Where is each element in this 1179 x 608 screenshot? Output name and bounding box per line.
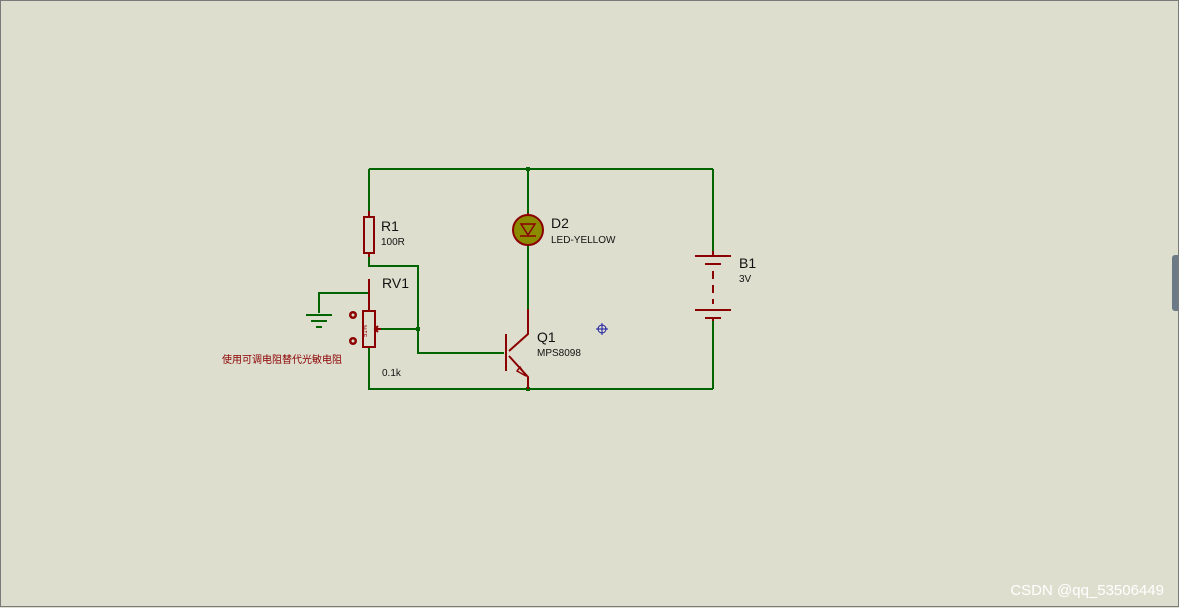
junctions [416, 167, 530, 391]
crosshair-icon [596, 323, 608, 335]
ground-symbol[interactable] [306, 314, 332, 328]
potentiometer-rv1[interactable]: 51% RV1 0.1k [349, 275, 409, 379]
q1-refdes: Q1 [537, 329, 556, 345]
watermark: CSDN @qq_53506449 [1010, 582, 1164, 599]
annotation-note: 使用可调电阻替代光敏电阻 [222, 353, 342, 366]
r1-refdes: R1 [381, 218, 399, 234]
junction-dot [526, 167, 530, 171]
wire-bottom-rail[interactable] [368, 347, 713, 390]
b1-value: 3V [739, 274, 752, 285]
transistor-q1[interactable]: Q1 MPS8098 [505, 309, 581, 389]
resistor-r1[interactable]: R1 100R [363, 211, 405, 257]
led-d2[interactable]: D2 LED-YELLOW [512, 213, 616, 246]
junction-dot [416, 327, 420, 331]
b1-refdes: B1 [739, 255, 756, 271]
battery-b1[interactable]: B1 3V [695, 251, 756, 321]
d2-value: LED-YELLOW [551, 235, 616, 246]
rv1-wiper-position: 51% [363, 324, 369, 337]
r1-value: 100R [381, 237, 405, 248]
wire-rv1-to-ground[interactable] [318, 279, 370, 313]
side-panel-tab[interactable] [1172, 255, 1178, 311]
rv1-value: 0.1k [382, 368, 402, 379]
q1-value: MPS8098 [537, 348, 581, 359]
d2-refdes: D2 [551, 215, 569, 231]
wires [318, 168, 714, 390]
rv1-refdes: RV1 [382, 275, 409, 291]
wire-r1-to-base[interactable] [368, 257, 504, 354]
